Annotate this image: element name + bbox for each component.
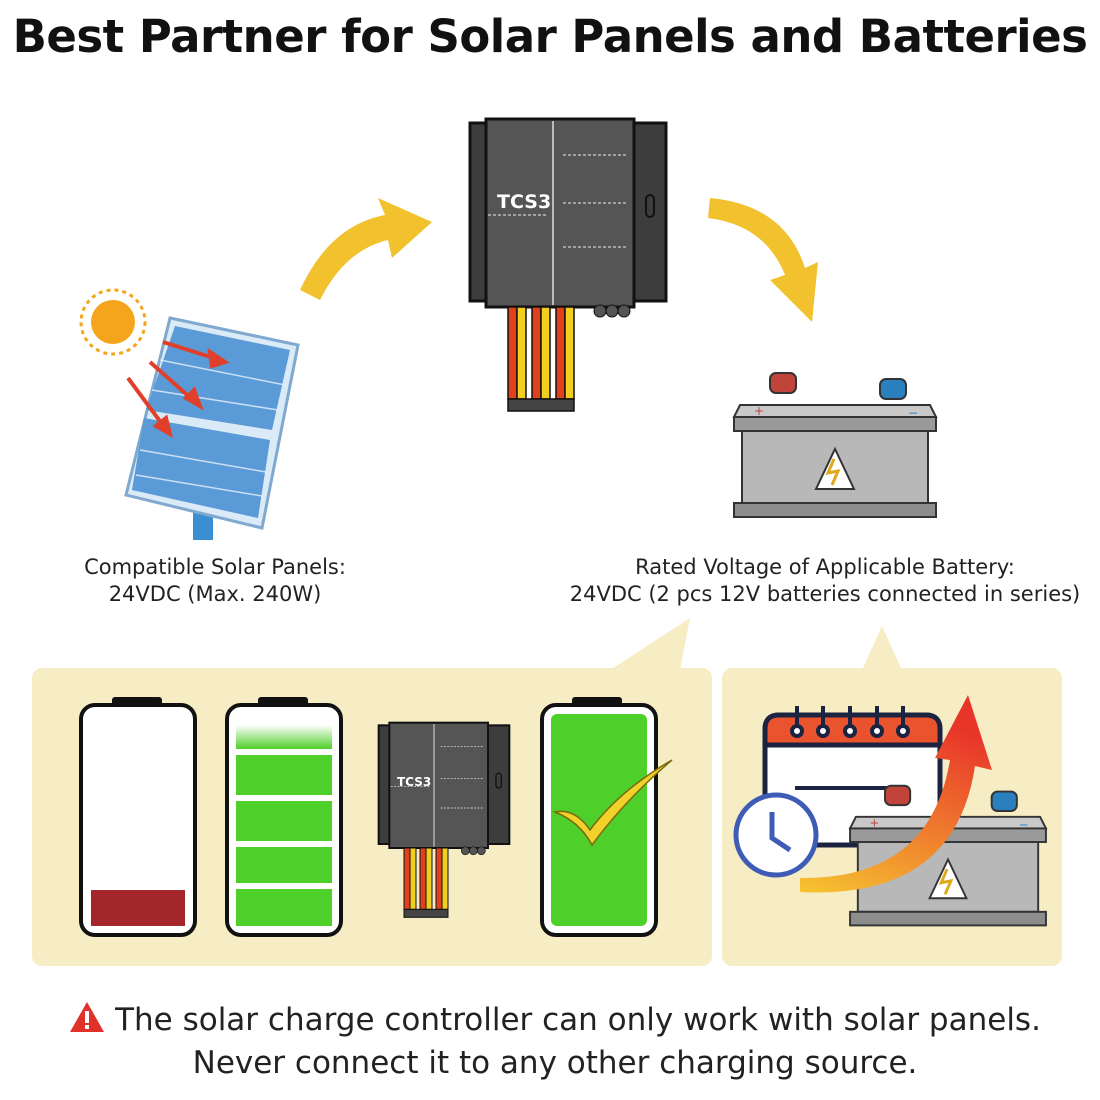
solar-panel-icon xyxy=(124,316,300,540)
battery-empty-icon xyxy=(79,697,197,937)
battery-image xyxy=(732,371,938,519)
warning-text-line1: The solar charge controller can only wor… xyxy=(115,1002,1041,1038)
battery-full-icon xyxy=(540,697,673,937)
charge-controller-image xyxy=(468,117,668,413)
controller-model-label-small: TCS3 xyxy=(397,775,431,789)
page-title: Best Partner for Solar Panels and Batter… xyxy=(12,10,1088,63)
battery-caption-line1: Rated Voltage of Applicable Battery: xyxy=(635,555,1015,579)
solar-caption-line1: Compatible Solar Panels: xyxy=(84,555,346,579)
sun-icon xyxy=(79,288,147,356)
battery-charging-icon xyxy=(225,697,343,937)
warning-line1: The solar charge controller can only wor… xyxy=(40,1000,1070,1043)
warning-text-line2: Never connect it to any other charging s… xyxy=(192,1045,918,1081)
warning-note: The solar charge controller can only wor… xyxy=(40,1000,1070,1083)
flow-arrow-icon xyxy=(300,198,818,322)
warning-triangle-icon xyxy=(69,1001,105,1043)
controller-model-label: TCS3 xyxy=(497,191,551,213)
checkmark-icon xyxy=(552,759,673,847)
battery-caption-line2: 24VDC (2 pcs 12V batteries connected in … xyxy=(569,582,1081,606)
solar-panel-caption: Compatible Solar Panels: 24VDC (Max. 240… xyxy=(60,554,370,608)
long-battery-life-icon xyxy=(733,695,1048,927)
solar-caption-line2: 24VDC (Max. 240W) xyxy=(108,582,322,606)
battery-caption: Rated Voltage of Applicable Battery: 24V… xyxy=(560,554,1090,608)
